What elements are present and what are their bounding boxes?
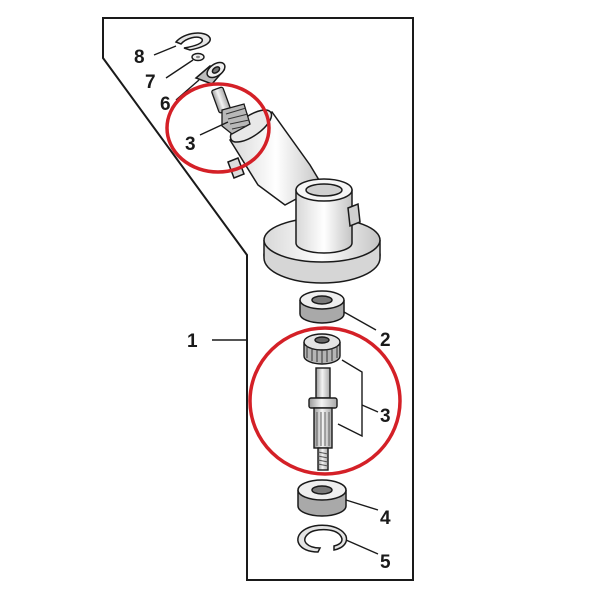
leader-line-2	[343, 311, 377, 331]
leader-line-5	[345, 539, 379, 555]
spindle-shaft	[308, 367, 338, 471]
leader-line-3-top	[199, 121, 229, 136]
callout-1: 1	[187, 331, 198, 352]
callout-5: 5	[380, 552, 391, 573]
leader-line-4	[345, 499, 379, 511]
highlight-circle-top	[165, 82, 271, 174]
retaining-ring-top	[174, 32, 211, 51]
pinion-gear-top	[211, 86, 251, 135]
leader-line-3-bottom	[361, 404, 379, 413]
spindle-gear	[303, 333, 341, 365]
callout-7: 7	[145, 72, 156, 93]
bearing-bottom	[297, 479, 347, 517]
assembly-frame	[102, 17, 414, 581]
callout-4: 4	[380, 508, 391, 529]
callout-3-bottom: 3	[380, 406, 391, 427]
highlight-circle-bottom	[248, 326, 402, 476]
callout-8: 8	[134, 47, 145, 68]
callout-2: 2	[380, 330, 391, 351]
leader-bracket-3	[337, 359, 363, 438]
bearing-middle	[299, 290, 345, 324]
leader-line-8	[153, 45, 177, 56]
leader-line-7	[165, 59, 194, 79]
gearbox-housing	[227, 109, 381, 284]
retaining-ring-bottom	[297, 524, 348, 553]
callout-3-top: 3	[185, 134, 196, 155]
bearing-top	[194, 61, 226, 85]
callout-6: 6	[160, 94, 171, 115]
